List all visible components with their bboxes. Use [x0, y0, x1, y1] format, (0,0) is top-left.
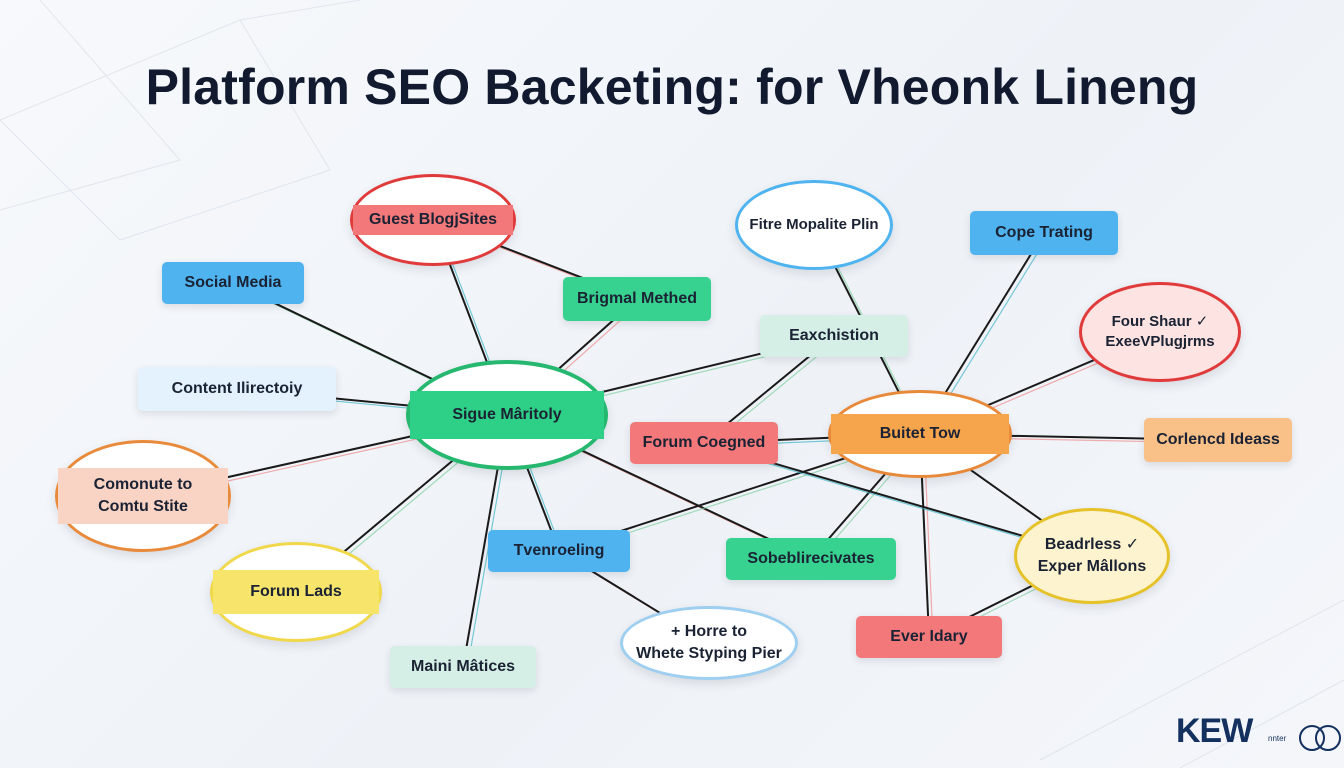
node-ever-idary: Ever Idary	[856, 616, 1002, 658]
node-firm-mopalie-plin: Fitre Mopalite Plin	[735, 180, 893, 270]
logo-subtext: nnter	[1268, 734, 1287, 743]
node-comonute-to-site: Comonute to Comtu Stite	[55, 440, 231, 552]
node-eaxchistion: Eaxchistion	[760, 315, 908, 357]
node-beadrless: Beadrless ✓ Exper Mâllons	[1014, 508, 1170, 604]
node-sobeblirecivates: Sobeblirecivates	[726, 538, 896, 580]
node-maini-matices: Maini Mâtices	[390, 646, 536, 688]
node-cope-trating: Cope Trating	[970, 211, 1118, 255]
logo-text: KEW	[1176, 712, 1253, 750]
node-horre-to: + Horre to Whete Styping Pier	[620, 606, 798, 680]
node-guest-blog-sites: Guest BlogjSites	[350, 174, 516, 266]
node-tvenroeling: Tvenroeling	[488, 530, 630, 572]
node-sigue-mariotoly: Sigue Mâritoly	[406, 360, 608, 470]
node-buitet-tow: Buitet Tow	[828, 390, 1012, 478]
node-social-media: Social Media	[162, 262, 304, 304]
diagram-title: Platform SEO Backeting: for Vheonk Linen…	[145, 59, 1199, 115]
node-content-directory: Content Ilirectoiy	[138, 367, 336, 411]
node-four-shaur: Four Shaur ✓ ExeeVPlugjrms	[1079, 282, 1241, 382]
node-corlencd-ideass: Corlencd Ideass	[1144, 418, 1292, 462]
node-forum-coegned: Forum Coegned	[630, 422, 778, 464]
node-forum-lads: Forum Lads	[210, 542, 382, 642]
logo-mark-icon	[1299, 725, 1341, 751]
node-original-method: Brigmal Methed	[563, 277, 711, 321]
brand-logo: KEW nnter	[1176, 712, 1344, 762]
